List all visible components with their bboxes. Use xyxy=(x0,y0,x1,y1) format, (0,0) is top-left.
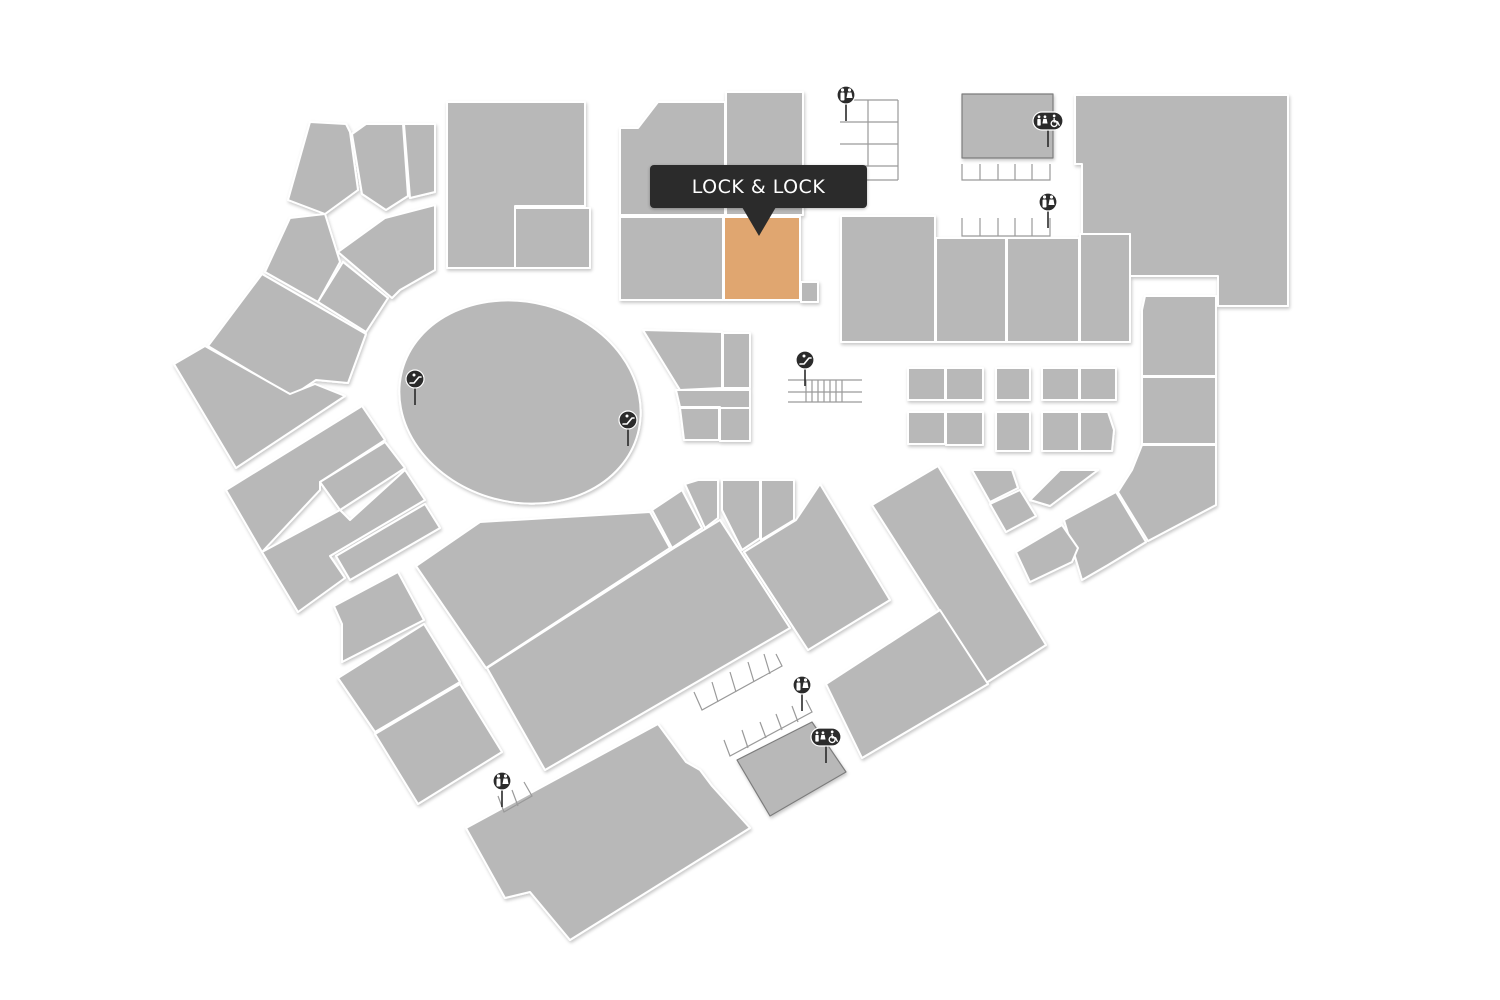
store-unit[interactable] xyxy=(800,281,819,303)
store-unit[interactable] xyxy=(374,683,503,805)
store-unit[interactable] xyxy=(319,441,406,511)
store-unit[interactable] xyxy=(351,123,409,211)
store-unit[interactable] xyxy=(1006,237,1080,343)
store-tooltip-label: LOCK & LOCK xyxy=(691,175,826,198)
restroom-marker[interactable] xyxy=(836,85,856,121)
store-unit[interactable] xyxy=(907,367,946,401)
store-unit[interactable] xyxy=(486,519,791,771)
central-atrium[interactable] xyxy=(376,274,663,530)
store-unit[interactable] xyxy=(1041,411,1080,452)
store-unit[interactable] xyxy=(743,483,891,651)
store-unit[interactable] xyxy=(1079,233,1131,343)
store-unit[interactable] xyxy=(971,469,1019,503)
store-unit[interactable] xyxy=(446,101,586,269)
store-unit[interactable] xyxy=(945,367,984,401)
store-unit[interactable] xyxy=(619,216,724,301)
restroom-marker[interactable] xyxy=(1038,192,1058,228)
restroom-marker[interactable] xyxy=(792,675,812,711)
restroom-icon xyxy=(792,675,812,695)
escalator-icon xyxy=(795,350,815,370)
escalator-marker[interactable] xyxy=(405,369,425,405)
store-unit[interactable] xyxy=(907,411,946,445)
store-units xyxy=(173,91,1289,941)
store-unit[interactable] xyxy=(337,204,436,299)
store-unit[interactable] xyxy=(335,503,441,581)
store-unit[interactable] xyxy=(840,215,936,343)
store-tooltip[interactable]: LOCK & LOCK xyxy=(650,165,867,208)
store-unit[interactable] xyxy=(1141,376,1217,445)
store-unit[interactable] xyxy=(333,571,425,663)
store-unit[interactable] xyxy=(465,723,751,941)
stairs-center xyxy=(788,379,862,403)
store-unit[interactable] xyxy=(1063,491,1147,581)
store-unit[interactable] xyxy=(935,237,1007,343)
store-unit[interactable] xyxy=(317,261,389,333)
store-unit[interactable] xyxy=(719,407,751,442)
store-unit[interactable] xyxy=(287,121,359,215)
store-unit[interactable] xyxy=(1015,524,1079,583)
store-tooltip-pointer xyxy=(742,207,776,236)
store-unit[interactable] xyxy=(514,207,591,269)
parking-marks-bottom xyxy=(497,653,813,813)
store-unit[interactable] xyxy=(651,489,703,549)
store-unit[interactable] xyxy=(261,469,426,613)
store-unit[interactable] xyxy=(207,273,367,397)
store-unit[interactable] xyxy=(995,411,1031,452)
store-unit[interactable] xyxy=(684,479,719,529)
restroom-accessible-marker[interactable] xyxy=(810,727,842,763)
parking-marks-right-upper xyxy=(961,164,1051,237)
store-unit[interactable] xyxy=(1041,367,1080,401)
store-unit[interactable] xyxy=(173,345,346,469)
store-unit[interactable] xyxy=(679,407,720,441)
restroom-icon xyxy=(492,771,512,791)
store-unit[interactable] xyxy=(722,332,751,389)
escalator-icon xyxy=(405,369,425,389)
restroom-icon xyxy=(836,85,856,105)
store-unit[interactable] xyxy=(1079,411,1115,452)
store-unit[interactable] xyxy=(403,123,436,199)
store-unit[interactable] xyxy=(415,511,671,669)
store-unit[interactable] xyxy=(760,479,795,541)
escalator-marker[interactable] xyxy=(795,350,815,386)
store-unit[interactable] xyxy=(1117,444,1217,542)
store-unit[interactable] xyxy=(989,489,1037,533)
store-unit[interactable] xyxy=(1029,469,1099,507)
store-unit[interactable] xyxy=(264,213,341,303)
store-unit[interactable] xyxy=(721,479,761,551)
escalator-marker[interactable] xyxy=(618,410,638,446)
store-unit[interactable] xyxy=(1141,295,1217,377)
store-unit[interactable] xyxy=(337,623,461,733)
restroom-icon xyxy=(1038,192,1058,212)
escalator-icon xyxy=(618,410,638,430)
store-unit[interactable] xyxy=(825,609,989,759)
store-unit[interactable] xyxy=(995,367,1031,401)
store-unit-restroom-block[interactable] xyxy=(961,93,1054,159)
store-unit[interactable] xyxy=(642,329,723,391)
restroom-accessible-marker[interactable] xyxy=(1032,111,1064,147)
store-unit[interactable] xyxy=(945,411,984,446)
store-unit[interactable] xyxy=(1079,367,1117,401)
restroom-marker[interactable] xyxy=(492,771,512,807)
